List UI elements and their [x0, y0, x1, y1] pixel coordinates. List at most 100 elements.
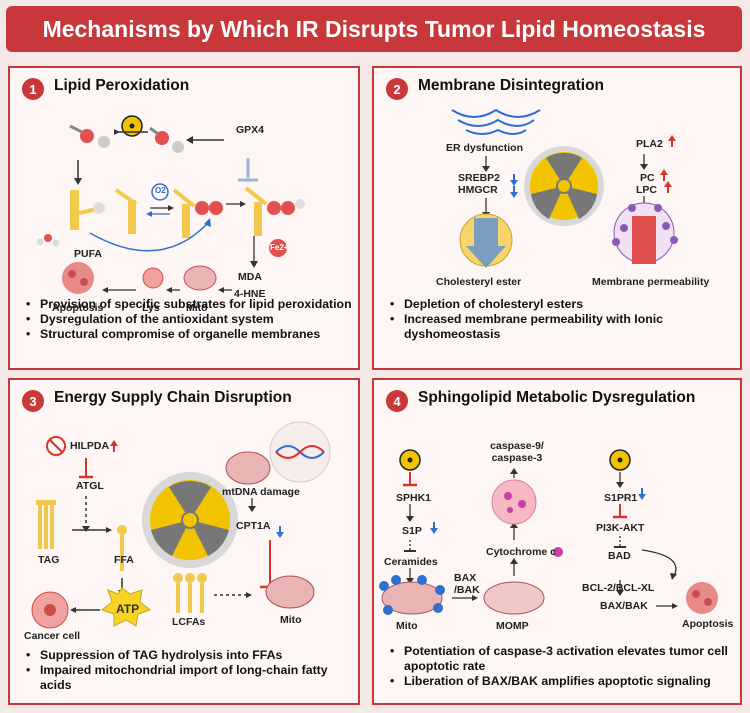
cytochrome-c-icon: [553, 547, 563, 557]
small-molecule-icon: [36, 234, 60, 247]
panel-number: 4: [386, 390, 408, 412]
panel-bullets: Suppression of TAG hydrolysis into FFAs …: [24, 648, 354, 693]
lipid-radical-icon: [114, 188, 138, 234]
iron-ion-icon: [269, 239, 287, 257]
bullet-item: Potentiation of caspase-3 activation ele…: [388, 644, 728, 674]
hydroxyl-molecule-icon: [69, 124, 110, 148]
bullet-item: Depletion of cholesteryl esters: [388, 297, 728, 312]
s1p-label: S1P: [402, 525, 422, 537]
bullet-item: Impaired mitochondrial import of long-ch…: [24, 663, 354, 693]
energy-supply-diagram: [31, 421, 331, 629]
radiation-icon: [399, 449, 421, 471]
panel-bullets: Potentiation of caspase-3 activation ele…: [388, 644, 728, 689]
caspase-label: caspase-9/ caspase-3: [490, 440, 544, 464]
lpc-label: LPC: [636, 184, 657, 196]
bullet-item: Dysregulation of the antioxidant system: [24, 312, 354, 327]
mda-label: MDA: [238, 271, 262, 283]
pufa-label: PUFA: [74, 248, 103, 260]
up-arrow-icon: [664, 181, 672, 193]
up-arrow-icon: [660, 169, 668, 181]
bullet-item: Liberation of BAX/BAK amplifies apoptoti…: [388, 674, 728, 689]
bad-label: BAD: [608, 550, 631, 562]
radiation-icon: [142, 472, 238, 568]
apoptotic-cell-icon: [491, 479, 537, 525]
s1pr1-label: S1PR1: [604, 492, 638, 504]
down-arrow-icon: [510, 186, 518, 198]
oxygen-icon: [151, 183, 169, 201]
panel-title: Sphingolipid Metabolic Dysregulation: [418, 389, 696, 406]
momp-mitochondria-icon: [483, 581, 545, 615]
ffa-lipid-icon: [117, 525, 127, 571]
down-arrow-icon: [430, 522, 438, 534]
panel-bullets: Provision of specific substrates for lip…: [24, 297, 354, 342]
cancer-cell-label: Cancer cell: [24, 630, 81, 642]
panel-title: Energy Supply Chain Disruption: [54, 389, 292, 406]
membrane-permeability-label: Membrane permeability: [592, 276, 710, 288]
lipid-peroxidation-diagram: [36, 115, 305, 268]
oxygen-label: O2: [155, 186, 166, 195]
pufa-lipid-icon: [70, 190, 105, 230]
mitochondria-icon: [183, 265, 217, 291]
apoptosis-label: Apoptosis: [682, 618, 734, 630]
panel-energy-supply-chain: 3 Energy Supply Chain Disruption: [8, 378, 360, 705]
mitochondria-label: Mito: [280, 614, 302, 626]
pla2-label: PLA2: [636, 138, 663, 150]
mitochondria-label: Mito: [396, 620, 418, 632]
ceramides-label: Ceramides: [384, 556, 438, 568]
atp-burst-icon: [100, 587, 152, 627]
endoplasmic-reticulum-icon: [451, 108, 541, 135]
panel-bullets: Depletion of cholesteryl esters Increase…: [388, 297, 728, 342]
membrane-disintegration-diagram: [451, 108, 678, 268]
sphingolipid-diagram: [379, 449, 718, 615]
inhibit-bar-icon: [613, 504, 627, 519]
inhibit-bar-icon: [614, 536, 626, 548]
water-molecule-icon: [149, 126, 184, 153]
panel-sphingolipid-dysregulation: 4 Sphingolipid Metabolic Dysregulation: [372, 378, 742, 705]
srebp2-label: SREBP2: [458, 172, 501, 184]
cholesteryl-ester-label: Cholesteryl ester: [436, 276, 522, 288]
panel-title: Membrane Disintegration: [418, 77, 605, 94]
page-title: Mechanisms by Which IR Disrupts Tumor Li…: [6, 6, 742, 52]
blocked-icon: [46, 436, 66, 456]
bcl-label: BCL-2/BCL-XL: [582, 582, 655, 594]
gpx4-inhibitor-icon: [238, 158, 258, 182]
bullet-item: Suppression of TAG hydrolysis into FFAs: [24, 648, 354, 663]
sphk1-label: SPHK1: [396, 492, 432, 504]
inhibit-bar-icon: [404, 540, 416, 552]
atgl-label: ATGL: [76, 480, 104, 492]
lcfa-label: LCFAs: [172, 616, 206, 628]
momp-label: MOMP: [496, 620, 529, 632]
bax-bak-label: BAX/BAK: [600, 600, 648, 612]
bullet-item: Increased membrane permeability with Ion…: [388, 312, 728, 342]
cpt1a-label: CPT1A: [236, 520, 271, 532]
down-arrow-icon: [510, 174, 518, 186]
panel-title: Lipid Peroxidation: [54, 77, 190, 94]
organelle-damage-diagram: [62, 262, 232, 294]
up-arrow-icon: [668, 135, 676, 147]
mtdna-damage-label: mtDNA damage: [222, 486, 300, 498]
mitochondria-icon: [265, 575, 315, 609]
panel-number: 2: [386, 78, 408, 100]
lipid-hydroperoxide-icon: [244, 186, 305, 236]
bax-bak-label: BAX /BAK: [454, 572, 480, 596]
radiation-icon: [609, 449, 631, 471]
hmgcr-label: HMGCR: [458, 184, 498, 196]
apoptotic-cell-icon: [62, 262, 94, 294]
atp-label: ATP: [116, 602, 140, 616]
membrane-pore-icon: [612, 202, 678, 264]
down-arrow-icon: [276, 526, 284, 538]
inhibit-bar-icon: [403, 472, 417, 487]
bullet-item: Structural compromise of organelle membr…: [24, 327, 354, 342]
radiation-icon: [121, 115, 143, 137]
apoptotic-cell-icon: [686, 582, 718, 614]
cholesteryl-ester-droplet-icon: [459, 213, 513, 268]
ffa-label: FFA: [114, 554, 134, 566]
er-dysfunction-label: ER dysfunction: [446, 142, 524, 154]
peroxyl-radical-icon: [172, 188, 223, 238]
panel-membrane-disintegration: 2 Membrane Disintegration: [372, 66, 742, 370]
radiation-icon: [524, 146, 604, 226]
mitochondria-icon: [379, 575, 445, 615]
mitochondria-icon: [225, 451, 271, 485]
up-arrow-icon: [110, 440, 118, 452]
gpx4-label: GPX4: [236, 124, 265, 136]
